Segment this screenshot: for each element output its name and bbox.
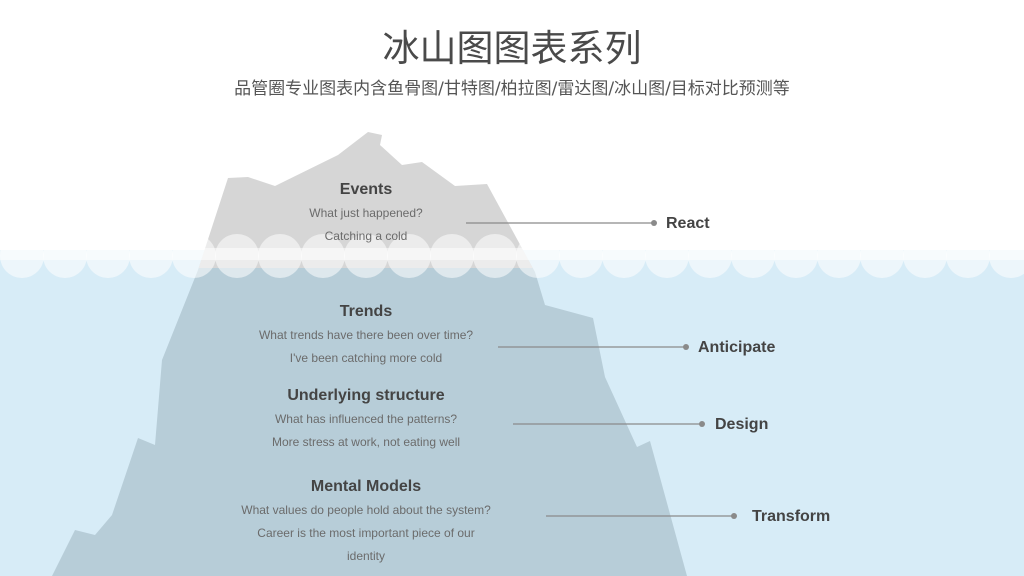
wave-scallop (473, 234, 517, 278)
connector-dot-react (651, 220, 657, 226)
level-question: What just happened? (309, 206, 423, 220)
wave-scallop (301, 234, 345, 278)
level-heading: Events (339, 181, 393, 198)
wave-scallop (645, 234, 689, 278)
wave-scallop (688, 234, 732, 278)
level-heading: Mental Models (310, 478, 422, 495)
wave-scallop (172, 234, 216, 278)
wave-scallop (344, 234, 388, 278)
wave-scallop (43, 234, 87, 278)
action-label-transform: Transform (752, 508, 831, 525)
wave-scallop (731, 234, 775, 278)
level-trends: Trends What trends have there been over … (216, 300, 516, 370)
level-example: I've been catching more cold (289, 351, 443, 365)
iceberg-underwater (52, 250, 687, 576)
wave-scallop (258, 234, 302, 278)
wave-scallop (129, 234, 173, 278)
wave-scallop (817, 234, 861, 278)
connector-dot-transform (731, 513, 737, 519)
waterline-waves (0, 234, 1024, 278)
connector-dot-design (699, 421, 705, 427)
level-heading: Underlying structure (287, 387, 445, 404)
wave-scallop (215, 234, 259, 278)
iceberg-tip (198, 132, 533, 268)
level-events: Events What just happened? Catching a co… (216, 178, 516, 248)
connectors (466, 220, 737, 519)
level-example: Catching a cold (324, 229, 408, 243)
page-title: 冰山图图表系列 (382, 27, 642, 70)
level-underlying-structure: Underlying structure What has influenced… (216, 384, 516, 454)
level-question: What values do people hold about the sys… (241, 503, 491, 517)
wave-scallop (516, 234, 560, 278)
level-example-continued: identity (346, 549, 386, 563)
level-heading: Trends (339, 303, 393, 320)
wave-scallop (86, 234, 130, 278)
wave-scallop (903, 234, 947, 278)
connector-dot-anticipate (683, 344, 689, 350)
level-mental-models: Mental Models What values do people hold… (216, 475, 516, 568)
level-example: More stress at work, not eating well (271, 435, 461, 449)
level-question: What trends have there been over time? (258, 328, 474, 342)
wave-scallop (602, 234, 646, 278)
level-example: Career is the most important piece of ou… (257, 526, 475, 540)
level-question: What has influenced the patterns? (274, 412, 458, 426)
wave-scallop (430, 234, 474, 278)
wave-scallop (946, 234, 990, 278)
action-label-design: Design (715, 416, 769, 433)
wave-scallop (860, 234, 904, 278)
wave-scallop (559, 234, 603, 278)
wave-scallop (0, 234, 44, 278)
action-label-react: React (666, 215, 710, 232)
page-subtitle: 品管圈专业图表内含鱼骨图/甘特图/柏拉图/雷达图/冰山图/目标对比预测等 (234, 79, 790, 99)
wave-scallop (387, 234, 431, 278)
action-label-anticipate: Anticipate (698, 339, 776, 356)
wave-scallop (774, 234, 818, 278)
wave-scallop (989, 234, 1024, 278)
